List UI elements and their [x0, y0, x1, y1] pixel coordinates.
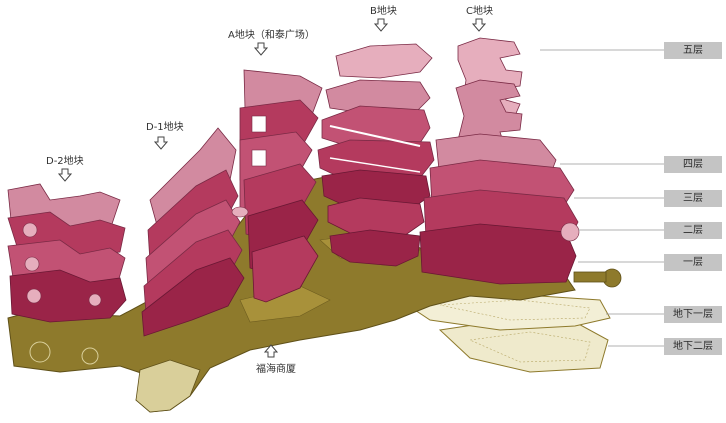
a-block-floors: [231, 69, 323, 303]
floor-label-1f: 一层: [664, 254, 722, 271]
floor-label-b1: 地下一层: [664, 306, 722, 323]
c-block-floors: [419, 37, 622, 288]
floor-label-b2: 地下二层: [664, 338, 722, 355]
arrow-down-icon: [472, 18, 486, 32]
arrow-up-icon: [264, 344, 278, 358]
block-label-a: A地块（和泰广场）: [228, 30, 315, 41]
block-label-c: C地块: [466, 6, 493, 17]
floor-label-5f: 五层: [664, 42, 722, 59]
floor-label-2f: 二层: [664, 222, 722, 239]
block-label-b: B地块: [370, 6, 397, 17]
block-label-d1: D-1地块: [146, 122, 184, 133]
d1-block-floors: [141, 127, 245, 337]
arrow-down-icon: [58, 168, 72, 182]
block-label-fuhai: 福海商厦: [256, 364, 296, 375]
floor-label-4f: 四层: [664, 156, 722, 173]
b-block-floors: [317, 43, 435, 267]
arrow-down-icon: [254, 42, 268, 56]
block-label-d2: D-2地块: [46, 156, 84, 167]
floor-leader-lines: [540, 49, 664, 347]
arrow-down-icon: [154, 136, 168, 150]
floor-label-3f: 三层: [664, 190, 722, 207]
arrow-down-icon: [374, 18, 388, 32]
d2-block-floors: [7, 183, 127, 323]
